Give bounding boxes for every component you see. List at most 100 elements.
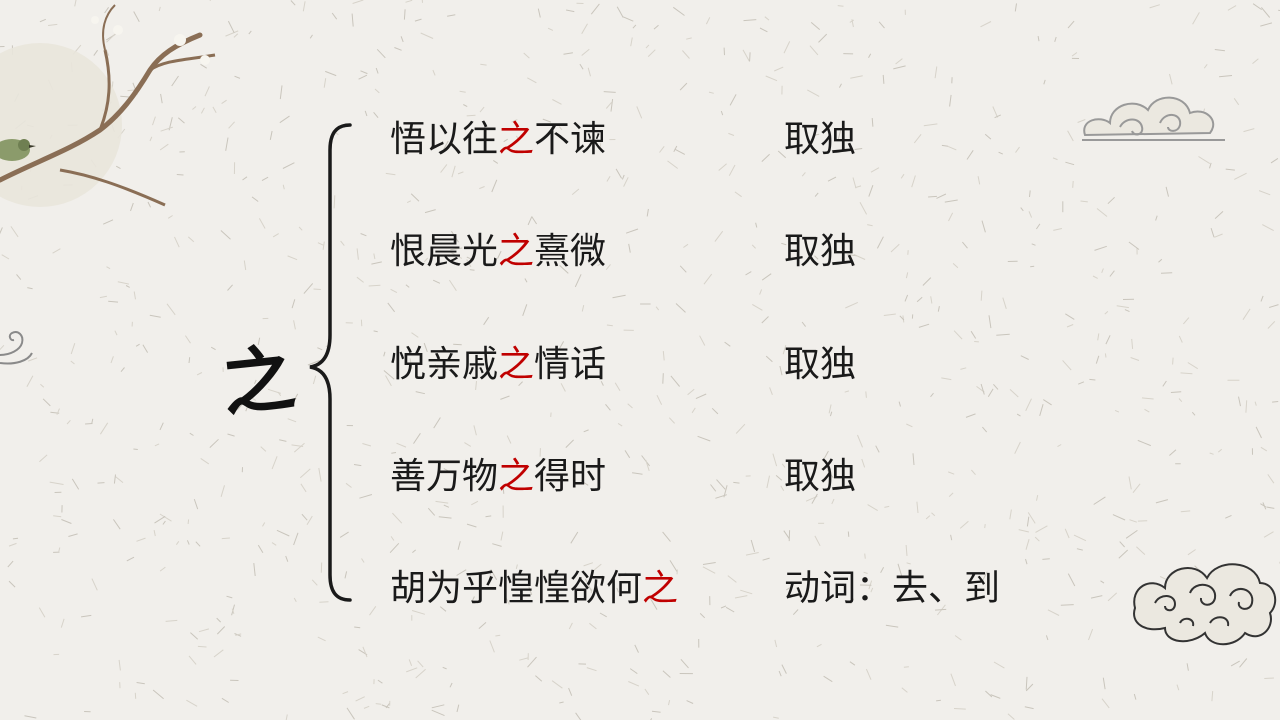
paper-fibre bbox=[581, 304, 585, 312]
paper-fibre bbox=[735, 423, 746, 434]
paper-fibre bbox=[559, 701, 564, 704]
paper-fibre bbox=[702, 566, 716, 574]
paper-fibre bbox=[670, 375, 680, 387]
paper-fibre bbox=[944, 199, 958, 203]
paper-fibre bbox=[884, 505, 890, 508]
paper-fibre bbox=[106, 32, 117, 43]
paper-fibre bbox=[1263, 531, 1274, 538]
paper-fibre bbox=[317, 636, 326, 642]
paper-fibre bbox=[216, 626, 226, 635]
paper-fibre bbox=[1149, 4, 1160, 9]
paper-fibre bbox=[1119, 541, 1125, 548]
paper-fibre bbox=[950, 673, 956, 687]
paper-fibre bbox=[459, 90, 466, 93]
paper-fibre bbox=[814, 255, 819, 260]
paper-fibre bbox=[883, 313, 896, 316]
paper-fibre bbox=[1269, 304, 1279, 308]
paper-fibre bbox=[590, 588, 593, 594]
paper-fibre bbox=[371, 261, 382, 265]
paper-fibre bbox=[682, 50, 690, 59]
paper-fibre bbox=[171, 75, 179, 87]
paper-fibre bbox=[918, 323, 930, 328]
paper-fibre bbox=[1052, 157, 1058, 161]
paper-fibre bbox=[779, 365, 783, 376]
paper-fibre bbox=[466, 259, 472, 268]
paper-fibre bbox=[102, 219, 114, 225]
paper-fibre bbox=[651, 710, 661, 713]
paper-fibre bbox=[1031, 243, 1036, 246]
paper-fibre bbox=[1101, 268, 1104, 273]
paper-fibre bbox=[761, 153, 770, 162]
paper-fibre bbox=[558, 126, 563, 131]
paper-fibre bbox=[912, 453, 915, 466]
paper-fibre bbox=[466, 256, 475, 261]
paper-fibre bbox=[653, 24, 659, 30]
paper-fibre bbox=[61, 519, 72, 524]
paper-fibre bbox=[245, 403, 250, 412]
paper-fibre bbox=[165, 619, 178, 622]
paper-fibre bbox=[948, 212, 954, 222]
paper-fibre bbox=[857, 434, 863, 448]
paper-fibre bbox=[656, 394, 663, 405]
paper-fibre bbox=[761, 273, 772, 281]
paper-fibre bbox=[294, 393, 299, 399]
paper-fibre bbox=[48, 23, 58, 26]
moon-branch-illustration bbox=[0, 4, 216, 207]
paper-fibre bbox=[500, 395, 510, 400]
paper-fibre bbox=[922, 277, 932, 286]
paper-fibre bbox=[290, 0, 296, 6]
paper-fibre bbox=[965, 413, 976, 418]
paper-fibre bbox=[500, 531, 504, 541]
paper-fibre bbox=[466, 114, 476, 117]
paper-fibre bbox=[12, 537, 19, 540]
paper-fibre bbox=[966, 150, 974, 160]
paper-fibre bbox=[847, 531, 850, 537]
paper-fibre bbox=[457, 541, 461, 550]
paper-fibre bbox=[28, 357, 38, 362]
paper-fibre bbox=[527, 656, 537, 668]
paper-fibre bbox=[673, 6, 685, 16]
paper-fibre bbox=[1097, 333, 1100, 341]
paper-fibre bbox=[130, 202, 134, 212]
paper-fibre bbox=[826, 469, 834, 479]
paper-fibre bbox=[837, 128, 842, 140]
paper-fibre bbox=[449, 682, 453, 688]
paper-fibre bbox=[457, 171, 464, 175]
paper-fibre bbox=[377, 679, 383, 684]
paper-fibre bbox=[200, 63, 207, 69]
paper-fibre bbox=[780, 485, 785, 491]
paper-fibre bbox=[801, 321, 806, 327]
paper-fibre bbox=[1278, 9, 1280, 11]
bird-icon bbox=[0, 139, 36, 161]
paper-fibre bbox=[271, 542, 277, 546]
paper-fibre bbox=[916, 296, 923, 303]
paper-fibre bbox=[547, 27, 554, 31]
paper-fibre bbox=[385, 172, 396, 176]
paper-fibre bbox=[313, 288, 321, 290]
paper-fibre bbox=[488, 571, 492, 585]
paper-fibre bbox=[248, 30, 252, 35]
paper-fibre bbox=[584, 578, 592, 591]
paper-fibre bbox=[322, 241, 325, 250]
paper-fibre bbox=[387, 302, 395, 313]
paper-fibre bbox=[1267, 321, 1276, 329]
paper-fibre bbox=[655, 306, 660, 311]
paper-fibre bbox=[1141, 397, 1154, 400]
paper-fibre bbox=[695, 393, 707, 400]
paper-fibre bbox=[136, 537, 146, 542]
paper-fibre bbox=[822, 450, 829, 462]
paper-fibre bbox=[1062, 360, 1072, 371]
paper-fibre bbox=[727, 575, 737, 583]
paper-fibre bbox=[1210, 227, 1215, 238]
paper-fibre bbox=[531, 216, 538, 225]
paper-fibre bbox=[1155, 215, 1158, 221]
paper-fibre bbox=[994, 114, 1002, 119]
highlighted-zhi: 之 bbox=[498, 344, 535, 385]
paper-fibre bbox=[751, 244, 756, 249]
paper-fibre bbox=[527, 77, 537, 84]
paper-fibre bbox=[749, 52, 751, 62]
paper-fibre bbox=[733, 481, 740, 484]
paper-fibre bbox=[632, 472, 643, 475]
paper-fibre bbox=[358, 74, 368, 80]
paper-fibre bbox=[702, 562, 716, 565]
